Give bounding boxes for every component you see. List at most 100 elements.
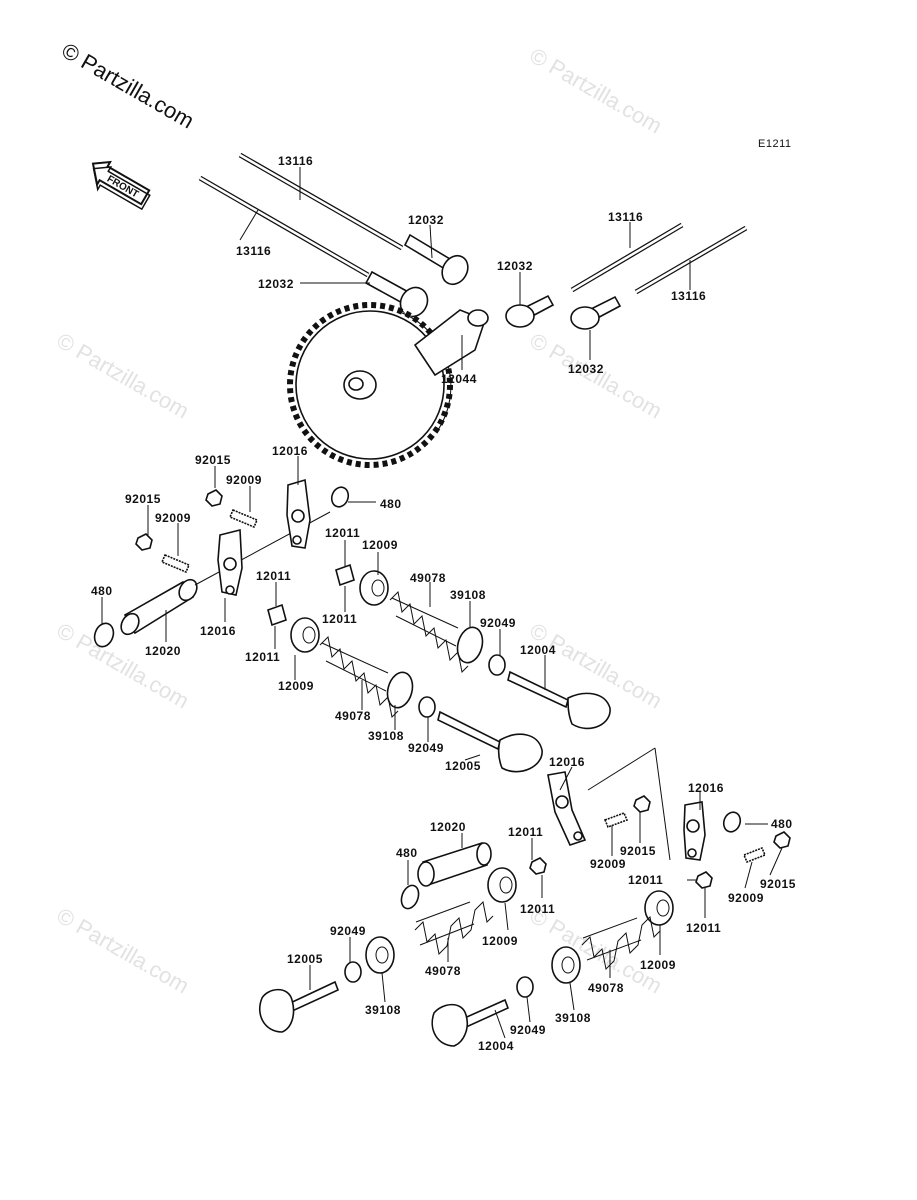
- push-rod: [634, 225, 748, 295]
- part-label: 12016: [200, 624, 236, 638]
- valve-cap: [529, 857, 547, 875]
- part-label: 12009: [640, 958, 676, 972]
- part-label: 49078: [410, 571, 446, 585]
- lock-nut: [633, 795, 651, 813]
- part-label: 12011: [325, 526, 360, 540]
- push-rod: [570, 222, 684, 293]
- part-label: 12004: [520, 643, 556, 657]
- part-labels: 13116 13116 13116 13116 12032 12032 1203…: [91, 154, 796, 1053]
- rocker-arm: [217, 528, 243, 596]
- part-label: 92009: [728, 891, 764, 905]
- valve-spring: [581, 915, 661, 971]
- part-label: 92049: [480, 616, 516, 630]
- adjusting-screw: [742, 846, 767, 864]
- lock-nut: [135, 533, 153, 551]
- valve-cap: [267, 603, 287, 627]
- rocker-arm: [547, 771, 587, 846]
- valve-spring: [389, 590, 469, 674]
- part-label: 13116: [671, 289, 706, 303]
- valve-stem-seal: [488, 654, 506, 676]
- part-label: 92015: [125, 492, 161, 506]
- part-label: 480: [771, 817, 793, 831]
- part-label: 39108: [450, 588, 486, 602]
- watermark: © Partzilla.com: [526, 43, 667, 139]
- part-label: 12009: [482, 934, 518, 948]
- part-label: 92049: [330, 924, 366, 938]
- part-label: 12009: [278, 679, 314, 693]
- valve-cap: [335, 563, 355, 587]
- part-label: 39108: [365, 1003, 401, 1017]
- spring-seat: [365, 936, 395, 974]
- spring-seat: [386, 671, 414, 709]
- part-label: 92049: [408, 741, 444, 755]
- part-label: 92015: [760, 877, 796, 891]
- circlip: [330, 486, 350, 508]
- circlip: [722, 811, 742, 833]
- valve-stem-seal: [418, 696, 436, 718]
- spring-retainer: [359, 570, 389, 606]
- part-label: 92009: [226, 473, 262, 487]
- part-label: 49078: [425, 964, 461, 978]
- part-label: 92009: [590, 857, 626, 871]
- part-label: 92049: [510, 1023, 546, 1037]
- part-label: 12009: [362, 538, 398, 552]
- diagram-code: E1211: [758, 138, 792, 150]
- part-label: 49078: [335, 709, 371, 723]
- valve: [258, 980, 340, 1033]
- watermarks: © Partzilla.com © Partzilla.com © Partzi…: [53, 43, 667, 999]
- part-label: 12016: [688, 781, 724, 795]
- leader-lines: [101, 167, 783, 1039]
- valve: [507, 670, 611, 730]
- part-label: 13116: [608, 210, 643, 224]
- part-label: 12011: [245, 650, 280, 664]
- part-label: 12044: [441, 372, 477, 386]
- circlip: [400, 884, 420, 910]
- part-label: 480: [396, 846, 418, 860]
- part-label: 12011: [508, 825, 543, 839]
- tappet: [364, 270, 429, 318]
- part-label: 12016: [272, 444, 308, 458]
- tappet: [570, 295, 622, 330]
- valve: [431, 998, 510, 1047]
- watermark: © Partzilla.com: [53, 903, 194, 999]
- part-label: 12005: [287, 952, 323, 966]
- part-label: 92009: [155, 511, 191, 525]
- lock-nut: [773, 831, 791, 849]
- part-label: 12011: [686, 921, 721, 935]
- adjusting-screw: [603, 811, 629, 829]
- part-label: 480: [380, 497, 402, 511]
- push-rod: [238, 152, 404, 251]
- part-label: 12016: [549, 755, 585, 769]
- part-label: 12005: [445, 759, 481, 773]
- part-label: 12020: [430, 820, 466, 834]
- camshaft-gear: [287, 302, 489, 468]
- adjusting-screw: [160, 553, 191, 574]
- spring-retainer: [487, 867, 517, 903]
- push-rod: [198, 175, 370, 278]
- circlip: [93, 622, 115, 648]
- rocker-shaft: [120, 511, 331, 636]
- lock-nut: [205, 489, 223, 507]
- valve-stem-seal: [344, 961, 362, 983]
- part-label: 92015: [620, 844, 656, 858]
- part-label: 12011: [256, 569, 291, 583]
- valve-stem-seal: [516, 976, 534, 998]
- part-label: 39108: [368, 729, 404, 743]
- rocker-shaft: [417, 841, 492, 887]
- front-arrow-icon: FRONT: [91, 160, 151, 211]
- part-label: 12011: [520, 902, 555, 916]
- part-label: 12011: [628, 873, 663, 887]
- part-label: 12032: [258, 277, 294, 291]
- part-label: 12032: [568, 362, 604, 376]
- adjusting-screw: [228, 508, 259, 529]
- part-label: 39108: [555, 1011, 591, 1025]
- spring-retainer: [290, 617, 320, 653]
- valve-cap: [695, 871, 713, 889]
- part-label: 480: [91, 584, 113, 598]
- part-label: 92015: [195, 453, 231, 467]
- watermark: © Partzilla.com: [53, 328, 194, 424]
- part-label: 12011: [322, 612, 357, 626]
- part-label: 12032: [497, 259, 533, 273]
- part-label: 49078: [588, 981, 624, 995]
